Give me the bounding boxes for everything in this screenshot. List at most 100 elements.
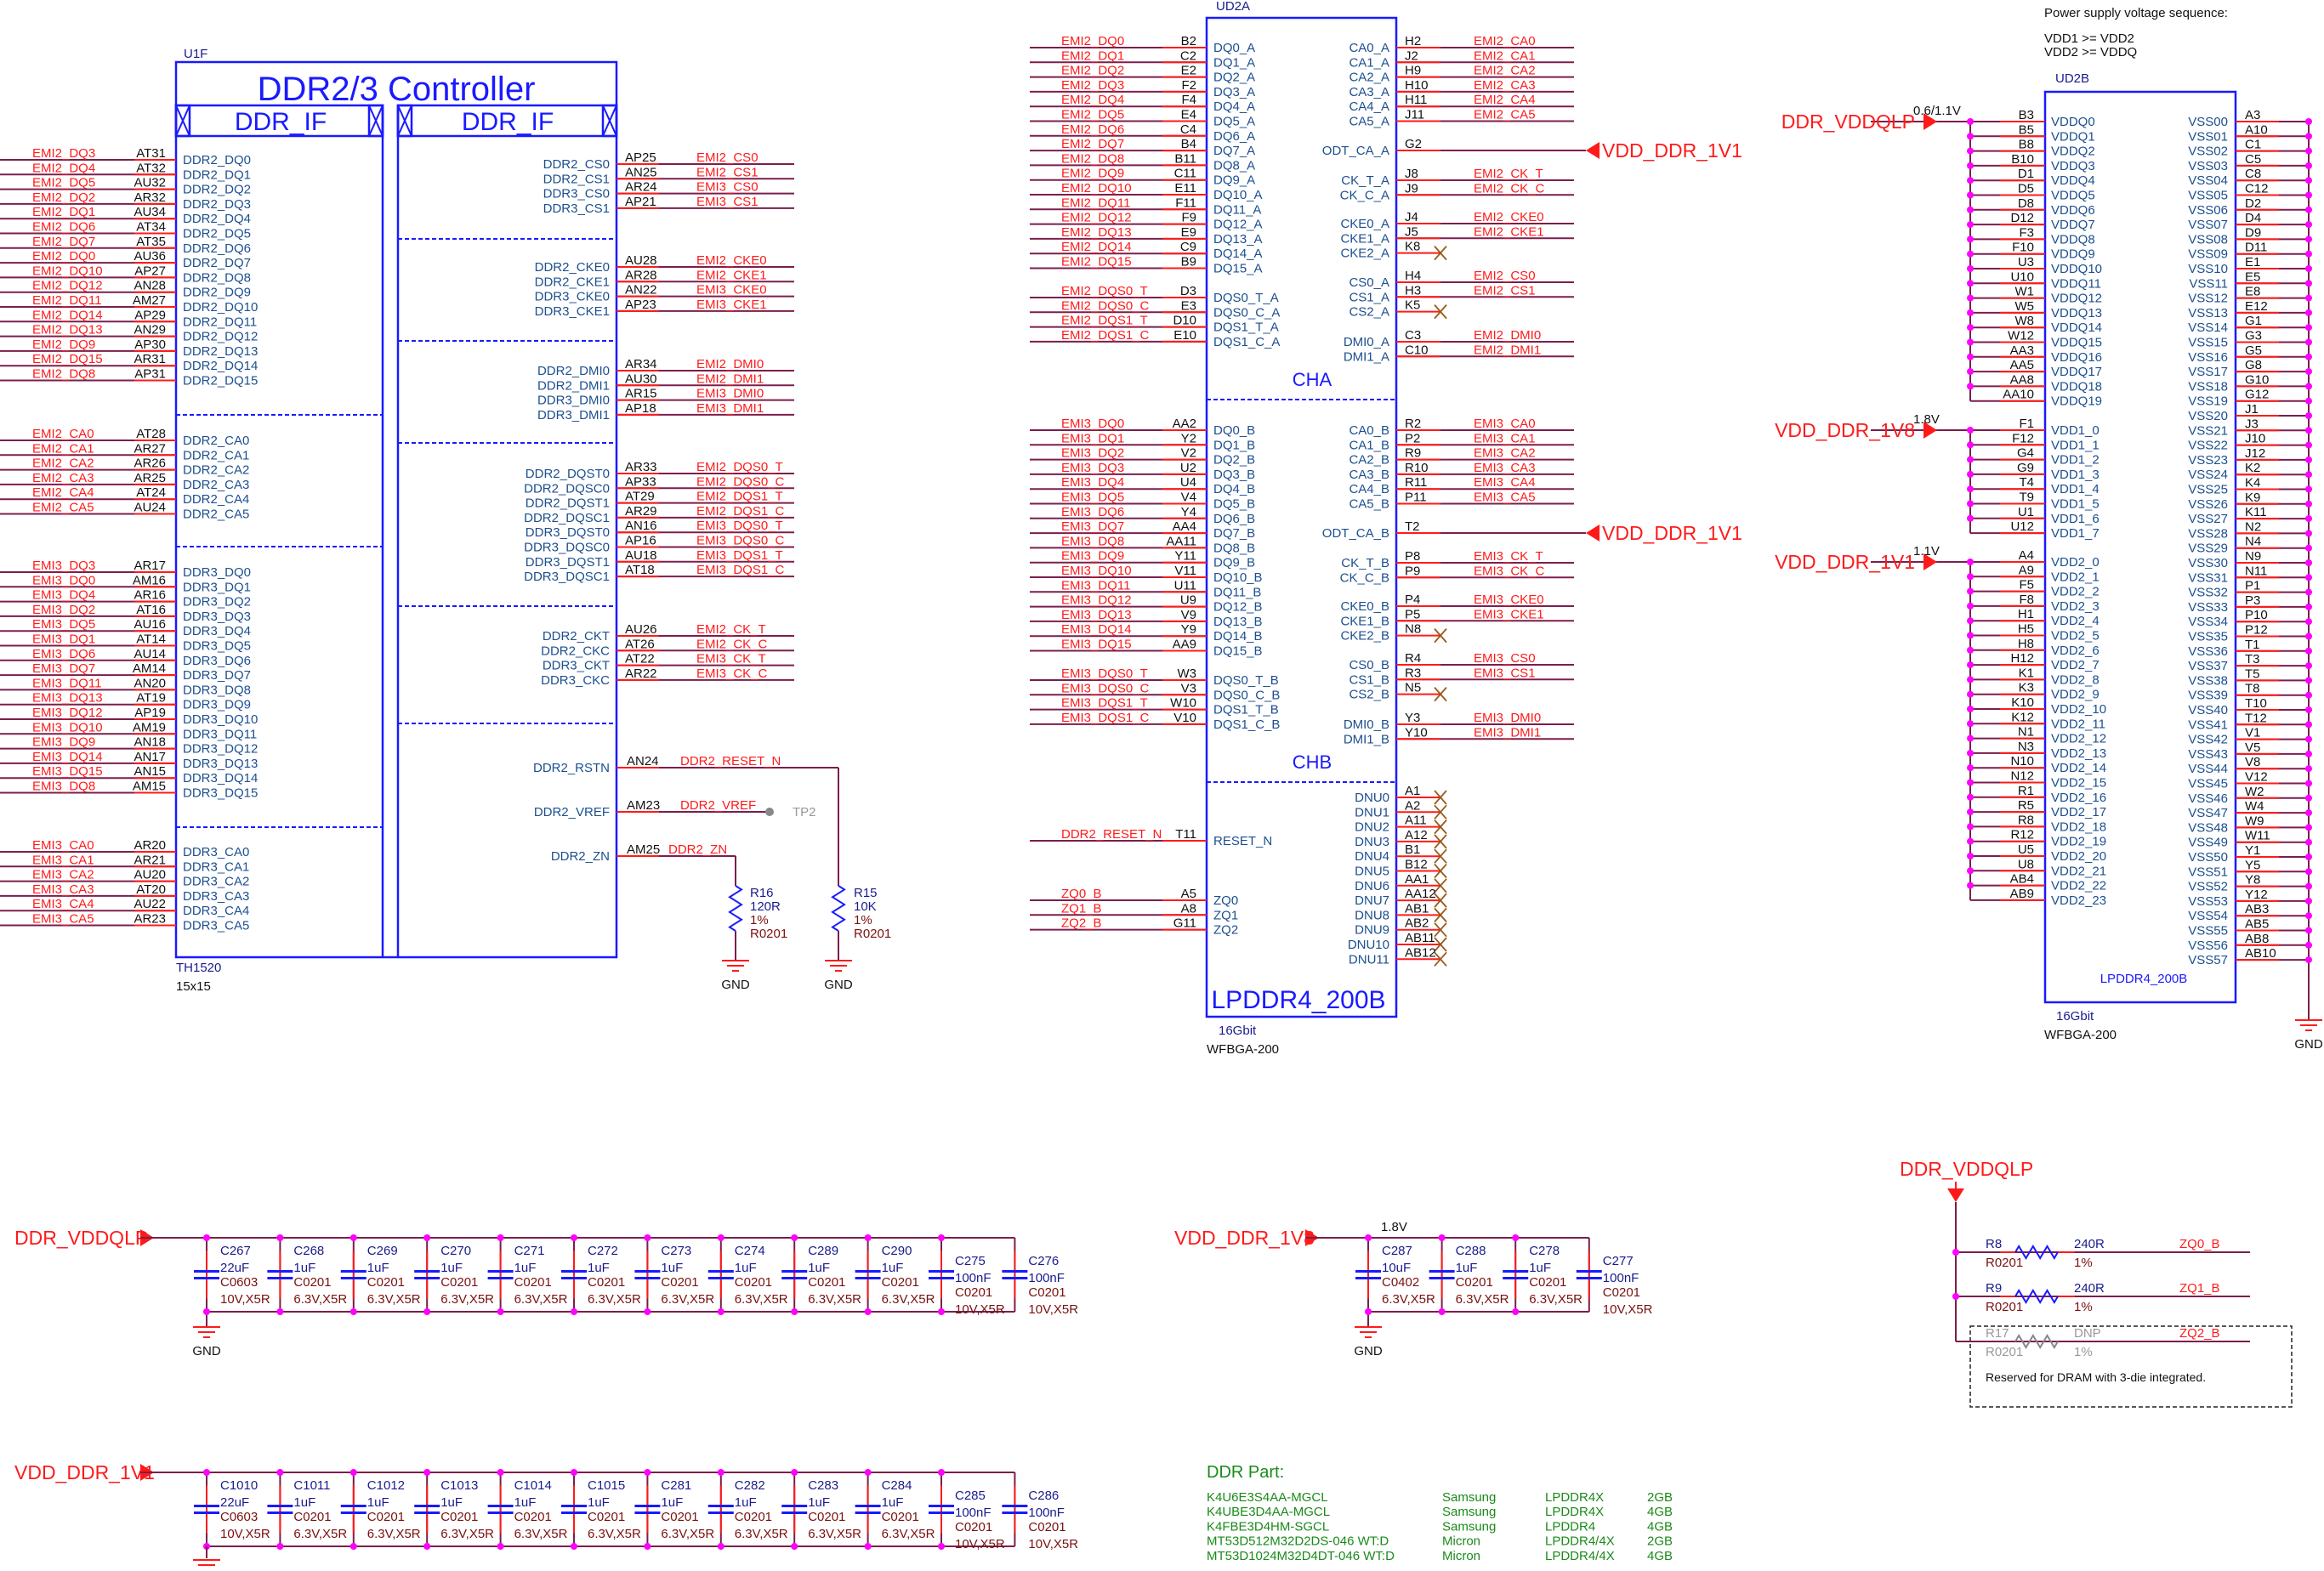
pin-signal: VSS06 (2188, 203, 2228, 218)
net-label: EMI2_CA2 (32, 457, 94, 471)
junction-dot (2305, 603, 2312, 610)
net-label: EMI3_CA0 (32, 838, 94, 853)
net-label: EMI3_DQS1_T (1061, 696, 1148, 711)
net-label: DDR2_RESET_N (680, 754, 781, 768)
pin-signal: DDR2_DQSC1 (524, 511, 610, 525)
pin-signal: DNU0 (1355, 791, 1389, 805)
pin-number: AR24 (625, 180, 657, 195)
pin-number: R4 (1405, 651, 1421, 666)
pin-number: AN24 (627, 754, 659, 768)
pin-signal: CS2_A (1349, 305, 1389, 320)
junction-dot (571, 1308, 577, 1315)
pin-number: AT32 (136, 161, 166, 175)
junction-dot (938, 1234, 945, 1241)
rail-voltage-label: 1.8V (1913, 412, 1940, 427)
pin-number: K3 (2019, 681, 2034, 695)
junction-dot (1967, 118, 1974, 125)
cap-package: C0201 (661, 1510, 698, 1524)
pin-number: AU14 (134, 647, 166, 661)
pin-signal: DDR2_CA3 (183, 478, 249, 492)
cap-value: 1uF (293, 1261, 315, 1275)
net-label: EMI2_CA0 (32, 427, 94, 441)
pin-signal: VDDQ2 (2051, 145, 2095, 159)
pin-number: E11 (1174, 181, 1196, 196)
pin-number: R12 (2010, 828, 2034, 842)
pin-number: AP23 (625, 298, 656, 312)
pin-signal: VSS04 (2188, 173, 2228, 188)
junction-dot (791, 1543, 798, 1550)
pin-signal: DQ3_A (1213, 85, 1255, 99)
junction-dot (2305, 133, 2312, 140)
cap-refdes: C1015 (588, 1478, 625, 1493)
pin-signal: VSS13 (2188, 306, 2228, 320)
pin-signal: DMI0_B (1344, 717, 1389, 732)
pin-signal: VSS49 (2188, 836, 2228, 850)
pin-number: V10 (1173, 711, 1196, 725)
cap-rating: 6.3V,X5R (661, 1527, 714, 1541)
power-port-arrow-icon (1923, 422, 1937, 439)
pin-number: AP33 (625, 474, 656, 489)
pin-number: A5 (1181, 887, 1196, 901)
junction-dot (644, 1469, 651, 1476)
pin-signal: VDDQ1 (2051, 129, 2095, 144)
testpoint-icon (765, 808, 774, 816)
pin-signal: ODT_CA_B (1322, 526, 1389, 541)
gnd-label: GND (2294, 1037, 2323, 1052)
net-label: EMI2_DQ4 (1061, 93, 1124, 107)
junction-dot (1967, 867, 1974, 875)
junction-dot (423, 1543, 431, 1550)
net-label: EMI2_DQ14 (32, 308, 103, 322)
cap-package: C0201 (808, 1275, 845, 1290)
pin-signal: VSS55 (2188, 924, 2228, 939)
resistor-tolerance: 1% (2074, 1256, 2093, 1270)
pin-number: P4 (1405, 593, 1420, 607)
pin-signal: CK_C_A (1340, 188, 1389, 202)
pin-signal: VDDQ7 (2051, 218, 2095, 232)
pin-number: T9 (2019, 491, 2034, 505)
net-label: EMI2_DMI0 (696, 357, 764, 371)
pin-number: K1 (2019, 666, 2034, 680)
pin-number: U8 (2018, 857, 2034, 871)
pin-signal: VDD2_6 (2051, 644, 2100, 658)
pin-signal: DMI1_A (1344, 349, 1389, 364)
pin-number: E8 (2245, 285, 2260, 299)
pin-signal: VDD2_20 (2051, 849, 2106, 864)
net-label: EMI2_DQ8 (1061, 151, 1124, 166)
cap-value: 1uF (440, 1261, 463, 1275)
net-label: EMI2_CK_C (696, 637, 768, 651)
net-label: EMI3_CA5 (32, 912, 94, 927)
pin-number: A10 (2245, 122, 2268, 137)
net-label: EMI2_DQ8 (32, 367, 95, 382)
pin-number: K4 (2245, 476, 2260, 491)
resistor-r15-icon (831, 885, 846, 932)
pin-signal: DDR2_DQ14 (183, 359, 258, 373)
pin-number: U4 (1180, 475, 1196, 490)
pin-number: AP25 (625, 150, 656, 165)
pin-signal: DDR3_DQ6 (183, 654, 251, 668)
cap-value: 10uF (1382, 1261, 1411, 1275)
cap-rating: 6.3V,X5R (1456, 1292, 1509, 1307)
pin-signal: VSS57 (2188, 953, 2228, 967)
pin-number: A1 (1405, 784, 1420, 798)
pin-number: U12 (2010, 519, 2034, 534)
net-label: EMI3_DMI1 (696, 401, 764, 416)
junction-dot (864, 1543, 872, 1550)
net-label: EMI3_DQ2 (32, 603, 95, 617)
pin-signal: CA1_B (1349, 438, 1389, 452)
pin-number: J10 (2245, 432, 2265, 446)
r15-tolerance: 1% (854, 913, 872, 927)
pin-signal: DDR2_DMI0 (537, 364, 610, 378)
pin-number: E2 (1181, 64, 1196, 78)
pin-signal: DDR3_DQ1 (183, 580, 251, 594)
net-label: EMI2_DQS0_T (696, 460, 783, 474)
pin-signal: DQ13_A (1213, 232, 1263, 247)
cap-package: C0201 (588, 1510, 625, 1524)
cap-refdes: C273 (661, 1244, 691, 1258)
pin-signal: VSS33 (2188, 600, 2228, 615)
resistor-refdes: R17 (1986, 1326, 2009, 1341)
pin-signal: DDR2_CA2 (183, 463, 249, 478)
pin-signal: VSS32 (2188, 586, 2228, 600)
junction-dot (1967, 514, 1974, 522)
net-label: EMI3_CKE0 (1474, 593, 1544, 607)
net-label: EMI3_CA5 (1474, 491, 1536, 505)
